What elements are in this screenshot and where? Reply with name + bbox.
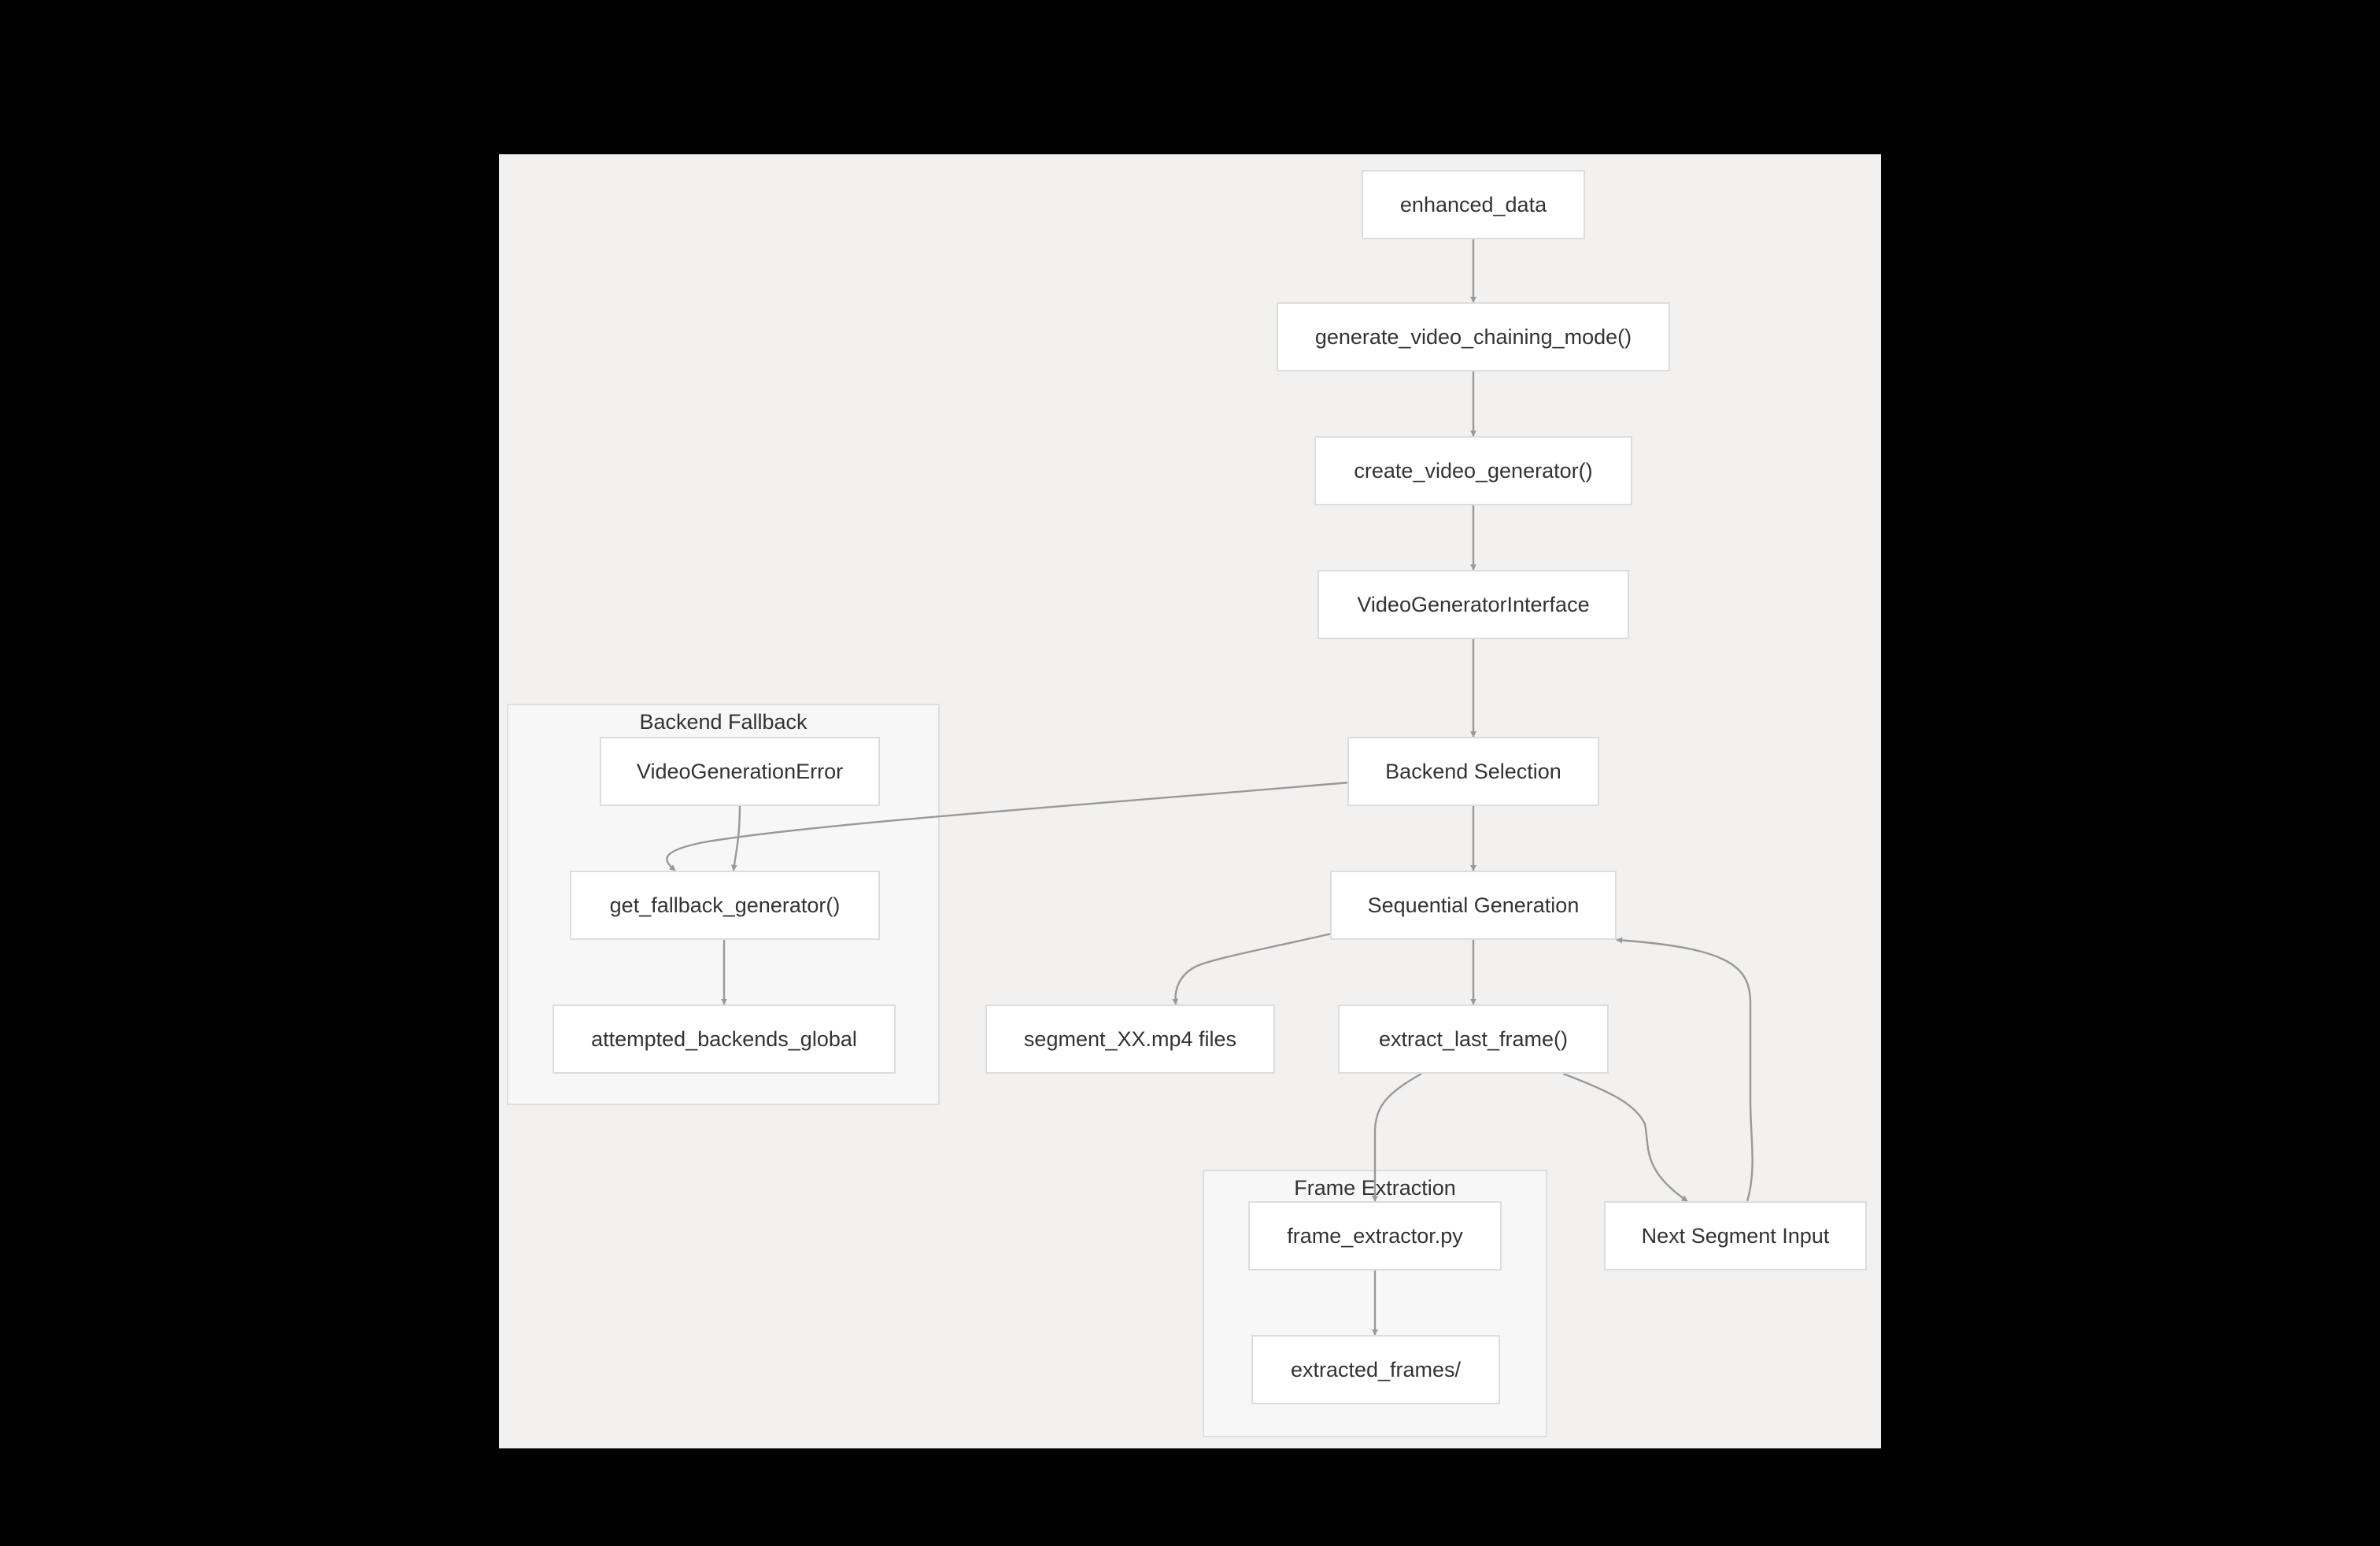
node-generate-video-chaining-mode: generate_video_chaining_mode() xyxy=(1277,302,1670,372)
edge-backend-selection-to-get-fallback-generator xyxy=(666,781,1350,871)
edge-sequential-generation-to-segment-files xyxy=(1172,932,1332,1005)
node-segment-files: segment_XX.mp4 files xyxy=(985,1004,1275,1074)
diagram-canvas: Backend Fallback Frame Extraction enhanc… xyxy=(499,154,1881,1448)
node-frame-extractor-py: frame_extractor.py xyxy=(1248,1201,1502,1270)
node-extract-last-frame: extract_last_frame() xyxy=(1338,1004,1609,1074)
node-extracted-frames: extracted_frames/ xyxy=(1251,1335,1500,1404)
node-backend-selection: Backend Selection xyxy=(1347,737,1599,806)
node-create-video-generator: create_video_generator() xyxy=(1314,436,1632,505)
node-sequential-generation: Sequential Generation xyxy=(1330,871,1617,940)
node-next-segment-input: Next Segment Input xyxy=(1604,1201,1867,1270)
node-get-fallback-generator: get_fallback_generator() xyxy=(570,871,880,940)
edge-extract-last-frame-to-next-segment-input xyxy=(1562,1072,1688,1202)
edge-next-segment-input-to-sequential-generation xyxy=(1616,937,1754,1202)
node-video-generation-error: VideoGenerationError xyxy=(600,737,880,806)
edges-layer xyxy=(666,238,1754,1336)
edge-video-generation-error-to-get-fallback-generator xyxy=(730,805,741,871)
node-video-generator-interface: VideoGeneratorInterface xyxy=(1318,570,1629,639)
node-enhanced-data: enhanced_data xyxy=(1362,170,1585,239)
edge-extract-last-frame-to-frame-extractor xyxy=(1372,1072,1422,1202)
node-attempted-backends-global: attempted_backends_global xyxy=(552,1004,896,1074)
group-title-backend-fallback: Backend Fallback xyxy=(639,710,808,734)
